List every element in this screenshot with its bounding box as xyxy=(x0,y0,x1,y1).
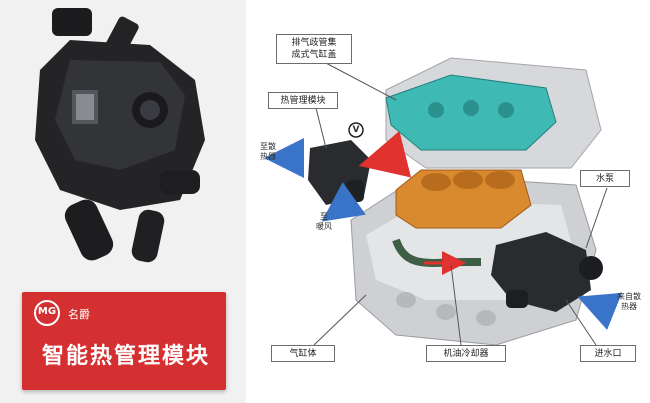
label-exhaust-manifold: 排气歧管集 成式气缸盖 xyxy=(276,34,352,64)
thermal-module-photo xyxy=(35,8,205,263)
tag-to-radiator: 至散 热器 xyxy=(260,142,276,161)
label-thermal-module: 热管理模块 xyxy=(268,92,338,109)
cylinder-liner-shape xyxy=(395,169,532,229)
valve-icon xyxy=(348,122,364,138)
logo-text: MG xyxy=(37,306,57,317)
valve-letter: V xyxy=(352,125,360,135)
water-pump-shape xyxy=(491,232,603,312)
from-radiator-arrow xyxy=(577,292,622,330)
label-water-pump: 水泵 xyxy=(580,170,630,187)
card-title: 智能热管理模块 xyxy=(41,344,210,369)
brand-name: 名爵 xyxy=(68,308,90,321)
exhaust-manifold-head-shape xyxy=(385,74,557,151)
label-cylinder-block: 气缸体 xyxy=(271,345,335,362)
tag-from-radiator: 来自散 热器 xyxy=(617,292,641,311)
mg-logo-icon xyxy=(34,300,60,326)
product-photo-panel: MG 名爵 智能热管理模块 xyxy=(0,0,246,403)
product-title-card: MG 名爵 智能热管理模块 xyxy=(22,292,226,390)
leader-lines xyxy=(313,61,608,346)
engine-exploded-diagram xyxy=(264,57,622,346)
label-water-inlet: 进水口 xyxy=(580,345,636,362)
label-oil-cooler: 机油冷却器 xyxy=(426,345,506,362)
engine-diagram-panel: V 排气歧管集 成式气缸盖 热管理模块 水泵 气缸体 机油冷却器 进水口 至散 … xyxy=(246,0,650,403)
tag-to-heater: 至 暖风 xyxy=(316,212,332,231)
thermal-module-shape xyxy=(308,140,371,205)
to-heater-arrow xyxy=(321,182,366,222)
coolant-purple-arrow xyxy=(358,130,412,178)
